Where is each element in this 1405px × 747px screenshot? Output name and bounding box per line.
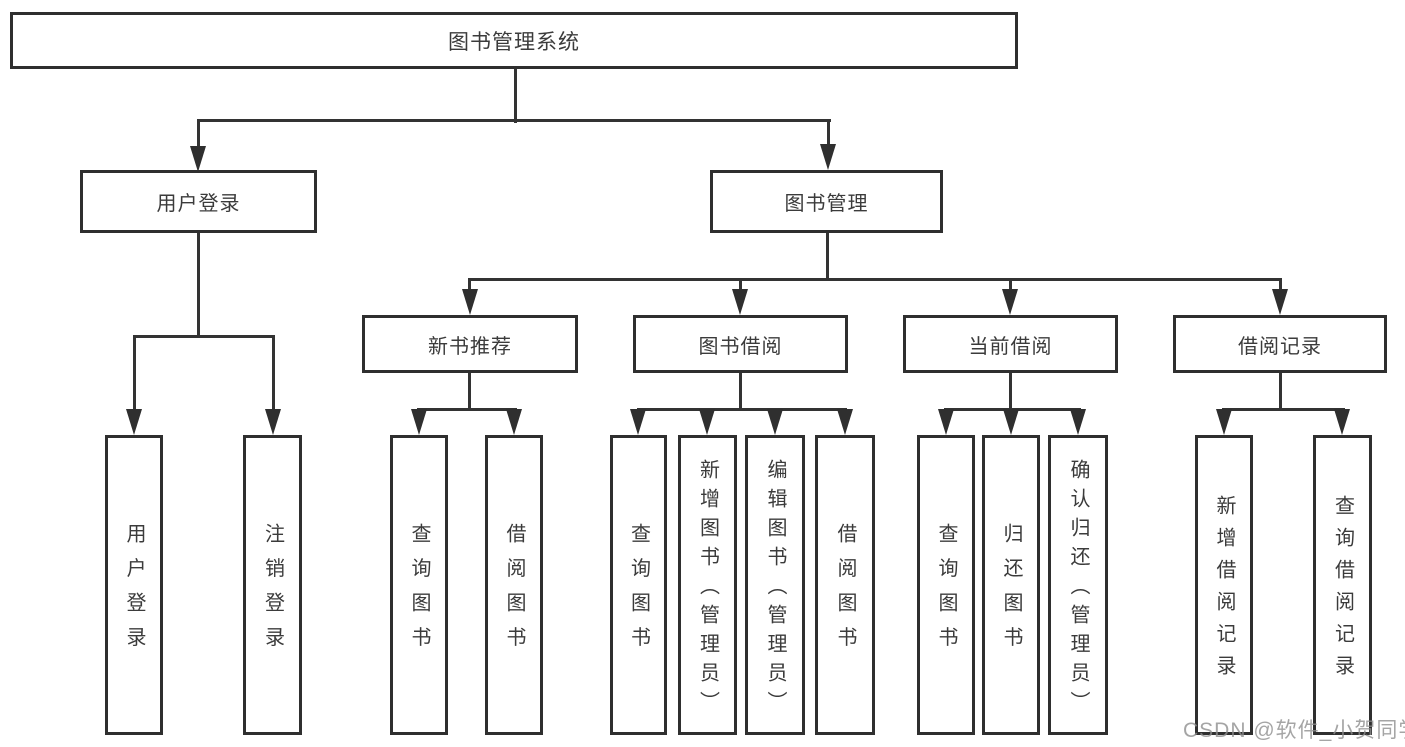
leaf-add-borrow-record: 新增借阅记录	[1195, 435, 1253, 735]
arrow-down-icon	[506, 409, 522, 435]
node-label: 新书推荐	[428, 335, 512, 358]
connector-line	[417, 408, 517, 411]
node-new-book-recommendation: 新书推荐	[362, 315, 578, 373]
arrow-down-icon	[1003, 409, 1019, 435]
node-user-login: 用户登录	[80, 170, 317, 233]
connector-line	[1279, 373, 1282, 410]
connector-line	[1222, 408, 1345, 411]
connector-line	[468, 278, 1282, 281]
leaf-borrow-books: 借阅图书	[485, 435, 543, 735]
node-label: 图书管理	[784, 193, 869, 215]
connector-line	[514, 68, 517, 123]
connector-line	[197, 233, 200, 337]
connector-line	[637, 408, 847, 411]
arrow-down-icon	[1002, 289, 1018, 315]
node-label: 图书管理系统	[448, 30, 580, 54]
connector-line	[739, 278, 742, 292]
arrow-down-icon	[265, 409, 281, 435]
leaf-label: 确认归还（管理员）	[1067, 459, 1089, 720]
leaf-label: 借阅图书	[834, 523, 856, 661]
arrow-down-icon	[630, 409, 646, 435]
arrow-down-icon	[732, 289, 748, 315]
connector-line	[739, 373, 742, 410]
arrow-down-icon	[938, 409, 954, 435]
arrow-down-icon	[462, 289, 478, 315]
leaf-query-books: 查询图书	[390, 435, 448, 735]
arrow-down-icon	[1334, 409, 1350, 435]
leaf-edit-books-admin: 编辑图书（管理员）	[745, 435, 805, 735]
node-label: 图书借阅	[698, 335, 783, 358]
node-library-system: 图书管理系统	[10, 12, 1018, 69]
arrow-down-icon	[820, 144, 836, 170]
connector-line	[197, 119, 200, 147]
node-book-management: 图书管理	[710, 170, 943, 233]
leaf-label: 查询借阅记录	[1331, 495, 1354, 687]
node-borrowing-records: 借阅记录	[1173, 315, 1387, 373]
leaf-label: 新增图书（管理员）	[696, 459, 719, 720]
connector-line	[197, 119, 831, 122]
watermark: CSDN @软件_小贺同学	[1183, 719, 1405, 742]
leaf-label: 注销登录	[261, 523, 284, 661]
leaf-query-books: 查询图书	[610, 435, 667, 735]
node-label: 当前借阅	[968, 335, 1053, 358]
arrow-down-icon	[1216, 409, 1232, 435]
leaf-add-books-admin: 新增图书（管理员）	[678, 435, 737, 735]
leaf-logout-login: 注销登录	[243, 435, 302, 735]
leaf-borrow-books: 借阅图书	[815, 435, 875, 735]
leaf-label: 查询图书	[627, 523, 650, 661]
arrow-down-icon	[699, 409, 715, 435]
node-current-borrowing: 当前借阅	[903, 315, 1118, 373]
node-label: 用户登录	[156, 193, 241, 215]
arrow-down-icon	[126, 409, 142, 435]
connector-line	[133, 335, 275, 338]
connector-line	[826, 233, 829, 280]
leaf-label: 借阅图书	[503, 523, 525, 661]
connector-line	[468, 278, 471, 292]
connector-line	[272, 335, 275, 411]
leaf-confirm-return-admin: 确认归还（管理员）	[1048, 435, 1108, 735]
leaf-label: 编辑图书（管理员）	[764, 459, 786, 720]
leaf-label: 归还图书	[1000, 523, 1022, 661]
leaf-return-books: 归还图书	[982, 435, 1040, 735]
leaf-label: 用户登录	[123, 523, 145, 661]
arrow-down-icon	[411, 409, 427, 435]
leaf-label: 查询图书	[935, 523, 957, 661]
node-label: 借阅记录	[1238, 335, 1322, 358]
arrow-down-icon	[1272, 289, 1288, 315]
arrow-down-icon	[767, 409, 783, 435]
connector-line	[1009, 278, 1012, 292]
connector-line	[1009, 373, 1012, 410]
leaf-label: 新增借阅记录	[1213, 495, 1235, 687]
arrow-down-icon	[1070, 409, 1086, 435]
connector-line	[1279, 278, 1282, 292]
arrow-down-icon	[837, 409, 853, 435]
leaf-user-login: 用户登录	[105, 435, 163, 735]
leaf-label: 查询图书	[408, 523, 430, 661]
arrow-down-icon	[190, 146, 206, 172]
connector-line	[827, 119, 830, 145]
leaf-query-books: 查询图书	[917, 435, 975, 735]
connector-line	[133, 335, 136, 411]
connector-line	[468, 373, 471, 410]
leaf-query-borrow-record: 查询借阅记录	[1313, 435, 1372, 735]
node-book-borrowing: 图书借阅	[633, 315, 848, 373]
